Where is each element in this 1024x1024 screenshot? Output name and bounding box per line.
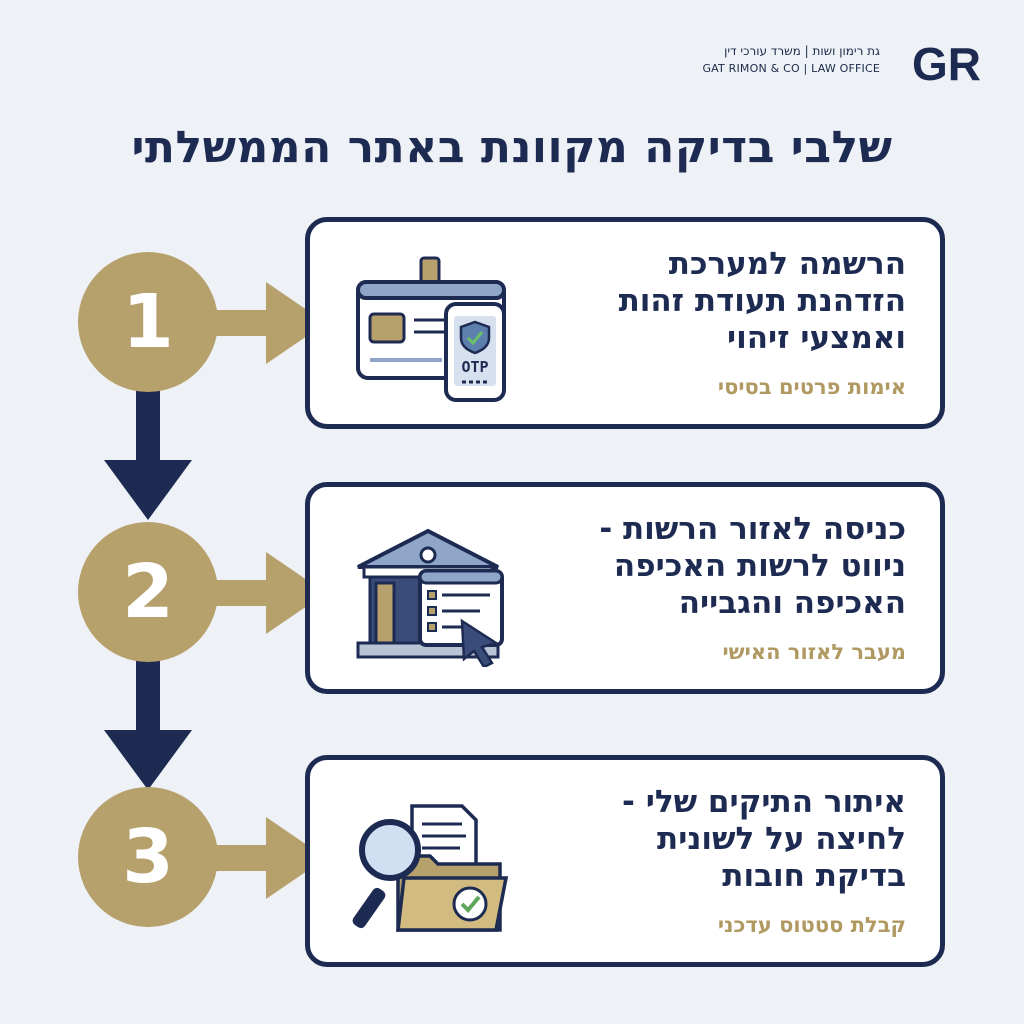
down-arrow-2-to-3 <box>104 650 192 790</box>
gr-logo-mark: GR <box>912 38 981 86</box>
step-text-2: כניסה לאזור הרשות - ניווט לרשות האכיפה ה… <box>526 511 906 664</box>
government-building-browser-icon <box>356 528 504 667</box>
step-card-2: כניסה לאזור הרשות - ניווט לרשות האכיפה ה… <box>305 482 945 694</box>
step-subtitle-2: מעבר לאזור האישי <box>722 640 906 664</box>
step-text-1: הרשמה למערכת הזדהנת תעודת זהות ואמצעי זי… <box>526 246 906 399</box>
magnifier-folder-check-icon <box>352 804 509 932</box>
step-title-1: הרשמה למערכת הזדהנת תעודת זהות ואמצעי זי… <box>618 246 906 356</box>
right-arrow-step-3 <box>210 817 326 899</box>
firm-logo: גת רימון ושות | משרד עורכי דין GAT RIMON… <box>656 38 996 86</box>
step-subtitle-1: אימות פרטים בסיסי <box>717 375 906 399</box>
right-arrow-step-2 <box>210 552 326 634</box>
step-number-1: 1 <box>78 252 218 392</box>
right-arrow-step-1 <box>210 282 326 364</box>
step-card-1: OTP הרשמה למערכת הזדהנת תעודת זהות ואמצע… <box>305 217 945 429</box>
page-title: שלבי בדיקה מקוונת באתר הממשלתי <box>131 122 893 173</box>
firm-name-hebrew: גת רימון ושות | משרד עורכי דין <box>724 44 880 58</box>
down-arrow-1-to-2 <box>104 385 192 520</box>
otp-label: OTP <box>461 358 488 376</box>
step-number-2: 2 <box>78 522 218 662</box>
step-text-3: איתור התיקים שלי - לחיצה על לשונית בדיקת… <box>526 784 906 937</box>
step-number-3: 3 <box>78 787 218 927</box>
firm-name-english: GAT RIMON & CO | LAW OFFICE <box>702 62 880 75</box>
step-subtitle-3: קבלת סטטוס עדכני <box>717 913 906 937</box>
logo-letters: GR <box>912 38 981 86</box>
step-card-3: איתור התיקים שלי - לחיצה על לשונית בדיקת… <box>305 755 945 967</box>
step-title-2: כניסה לאזור הרשות - ניווט לרשות האכיפה ה… <box>599 511 906 621</box>
id-card-otp-phone-icon: OTP <box>356 256 506 402</box>
firm-name: גת רימון ושות | משרד עורכי דין GAT RIMON… <box>660 42 880 78</box>
step-title-3: איתור התיקים שלי - לחיצה על לשונית בדיקת… <box>622 784 906 894</box>
